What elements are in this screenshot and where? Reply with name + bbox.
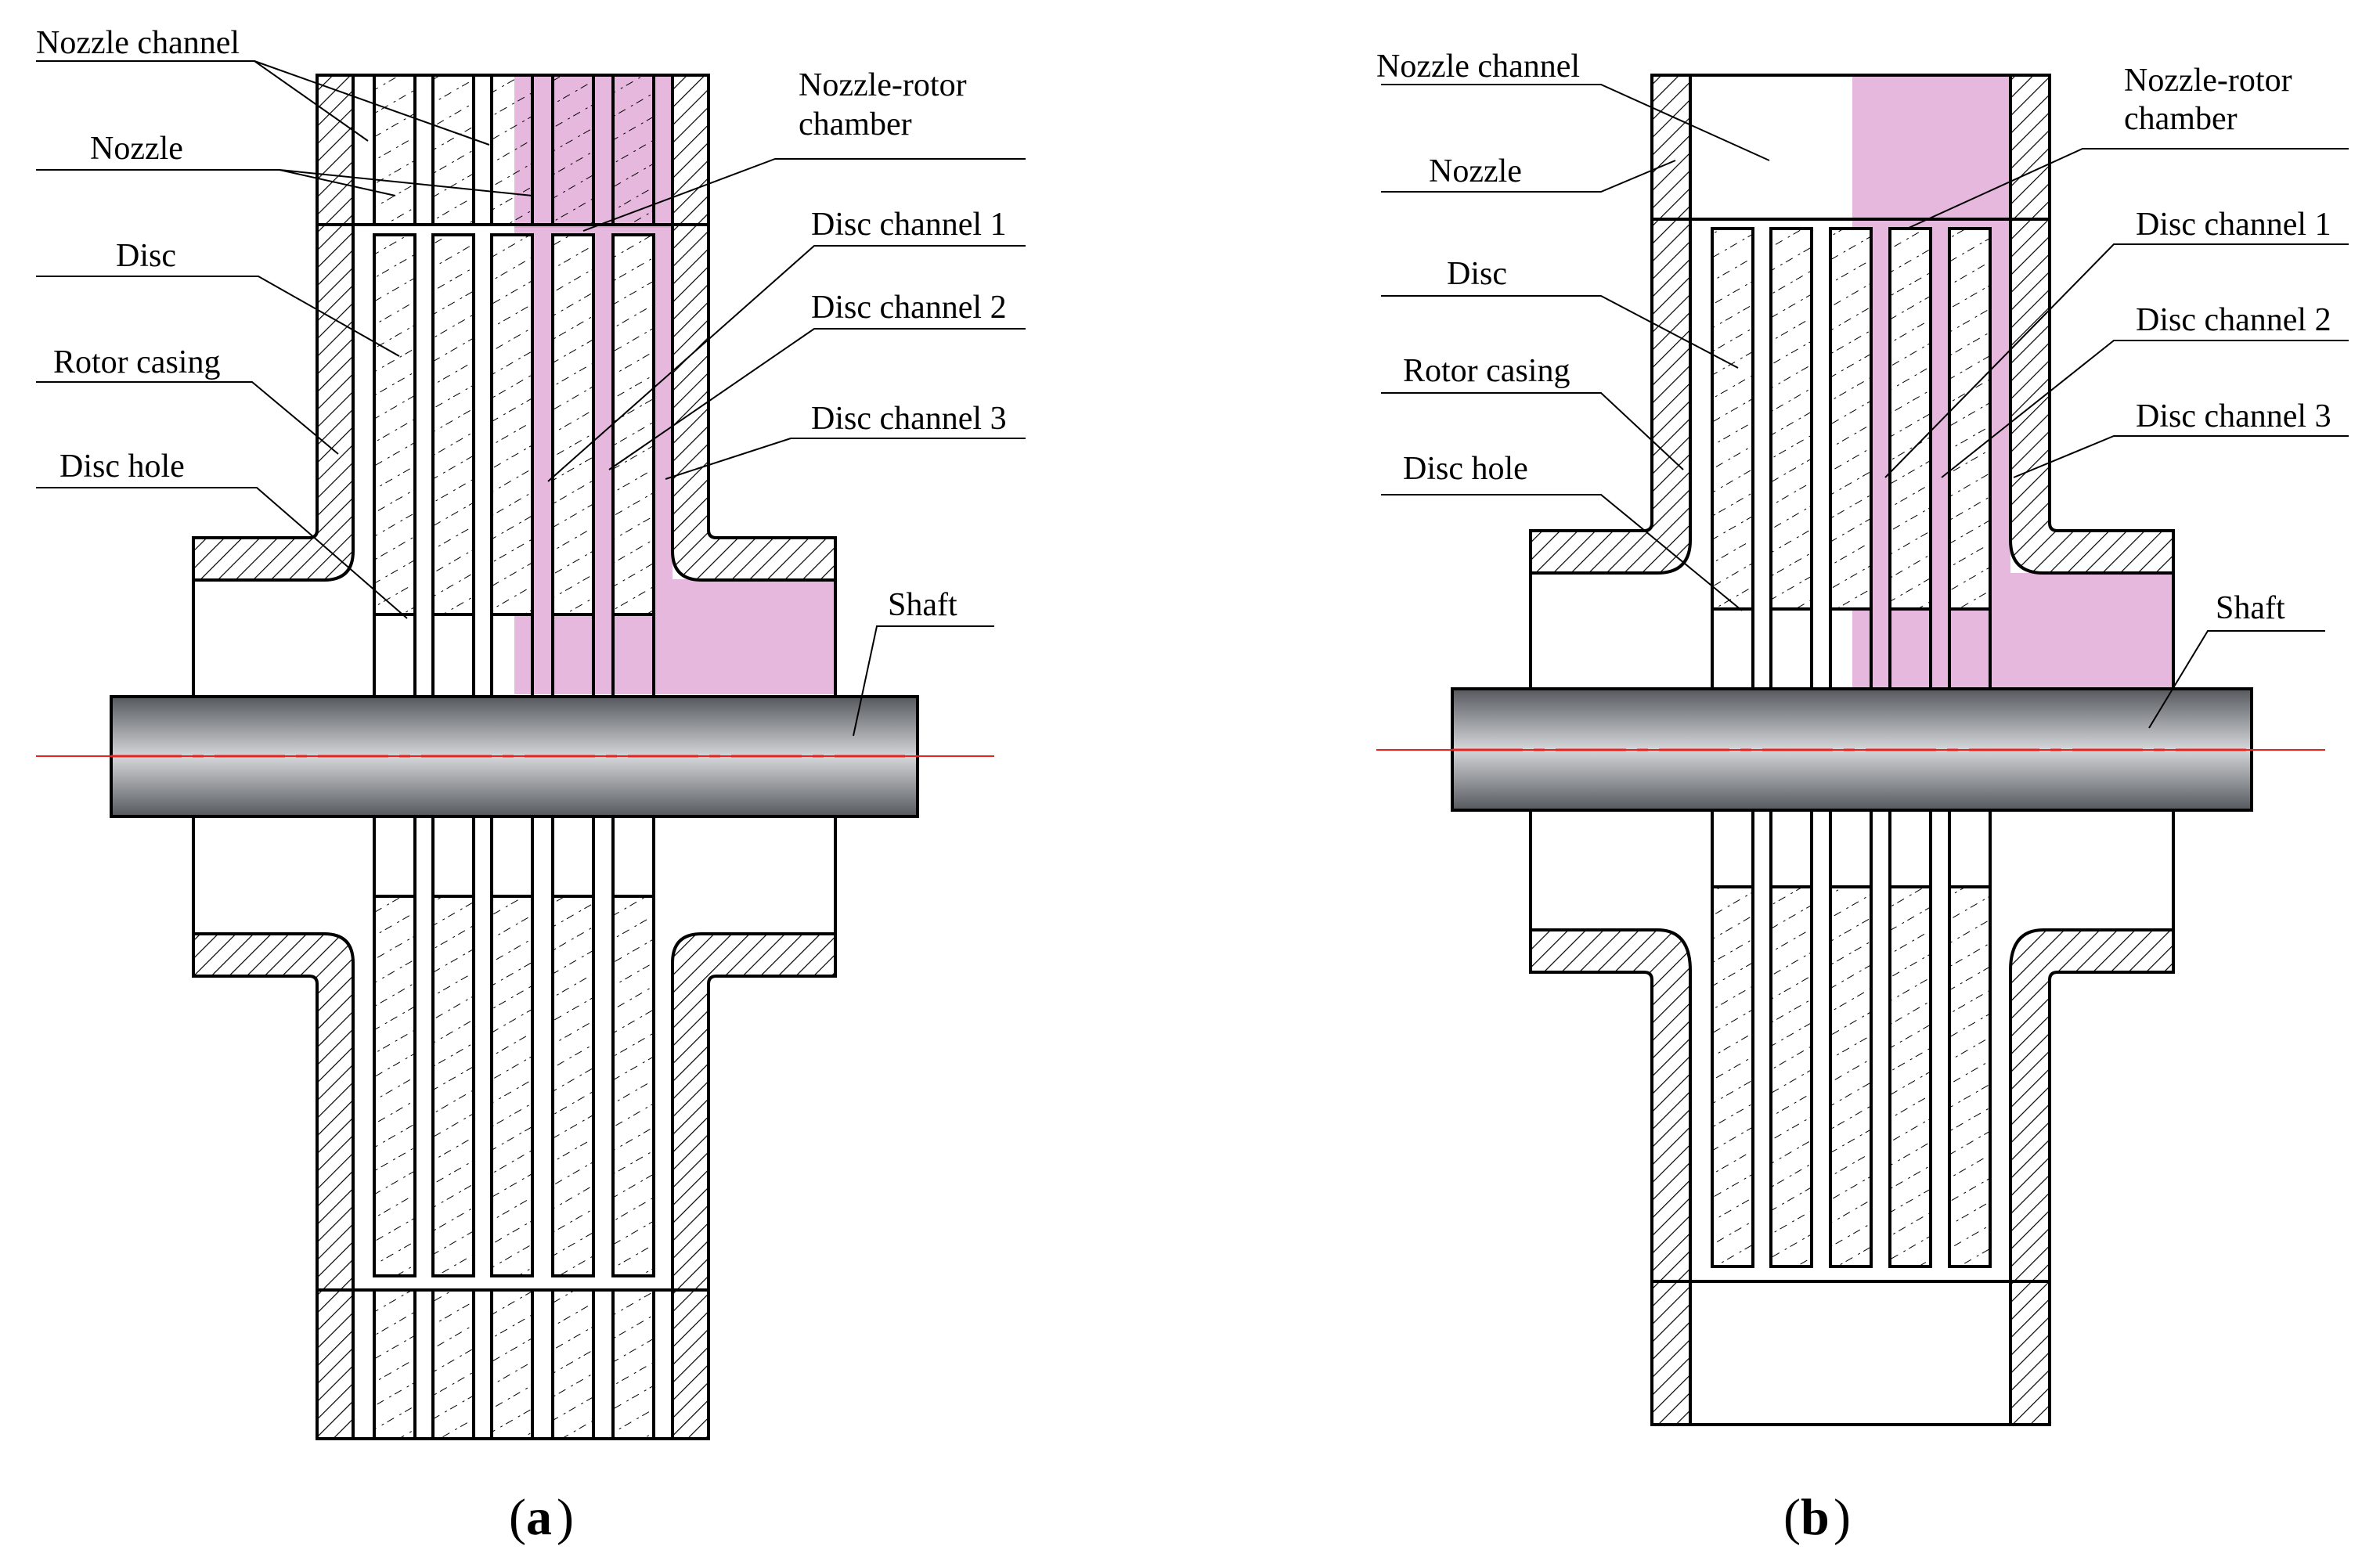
label-chamber-a: chamber bbox=[799, 106, 912, 142]
disc-upper-b-2 bbox=[1829, 227, 1873, 611]
disc-stack-b bbox=[1711, 227, 1992, 1268]
label-disc-hole-b: Disc hole bbox=[1403, 451, 1528, 487]
nozzle-block-bottom-0 bbox=[373, 1288, 416, 1440]
nozzle-block-top-2 bbox=[490, 74, 534, 226]
label-disc-channel-2-a: Disc channel 2 bbox=[811, 290, 1007, 326]
caption-close-paren-a: ) bbox=[557, 1489, 574, 1546]
caption-letter-b: b bbox=[1801, 1489, 1830, 1546]
label-rotor-casing-b: Rotor casing bbox=[1403, 353, 1570, 389]
disc-hole-lower-a-1 bbox=[431, 815, 475, 898]
disc-upper-a-1 bbox=[431, 233, 475, 616]
label-rotor-casing-a: Rotor casing bbox=[53, 344, 220, 380]
label-disc-a: Disc bbox=[116, 238, 176, 274]
label-nozzle-rotor-a: Nozzle-rotor bbox=[799, 67, 967, 103]
nozzle-wall-top-1 bbox=[671, 74, 710, 226]
disc-hole-upper-b-1 bbox=[1769, 607, 1813, 690]
disc-hole-upper-a-0 bbox=[373, 613, 416, 698]
labels-b: Nozzle channel Nozzle Disc Rotor casing … bbox=[1376, 49, 2331, 626]
nozzle-block-top-1 bbox=[431, 74, 475, 226]
casing-outline-b bbox=[1529, 74, 2175, 1426]
caption-letter-a: a bbox=[526, 1489, 552, 1546]
labels-a: Nozzle channel Nozzle Disc Rotor casing … bbox=[36, 25, 1007, 623]
label-chamber-b: chamber bbox=[2124, 101, 2238, 137]
disc-lower-b-4 bbox=[1948, 885, 1992, 1268]
disc-upper-a-3 bbox=[551, 233, 595, 616]
nozzle-block-top-0 bbox=[373, 74, 416, 226]
nozzle-row-top-a bbox=[316, 74, 710, 226]
label-nozzle-b: Nozzle bbox=[1429, 153, 1522, 189]
label-nozzle-channel-a: Nozzle channel bbox=[36, 25, 240, 61]
nozzle-block-bottom-3 bbox=[551, 1288, 595, 1440]
label-disc-hole-a: Disc hole bbox=[60, 449, 185, 485]
rotor-casing-a bbox=[192, 223, 837, 1292]
disc-lower-a-0 bbox=[373, 895, 416, 1277]
disc-upper-b-1 bbox=[1769, 227, 1813, 611]
label-disc-b: Disc bbox=[1447, 256, 1507, 292]
disc-upper-a-2 bbox=[490, 233, 534, 616]
disc-hole-lower-b-3 bbox=[1888, 809, 1932, 888]
label-nozzle-channel-b: Nozzle channel bbox=[1376, 49, 1580, 85]
disc-upper-a-4 bbox=[611, 233, 655, 616]
nozzle-block-top-3 bbox=[551, 74, 595, 226]
disc-hole-lower-a-4 bbox=[611, 815, 655, 898]
disc-upper-b-0 bbox=[1711, 227, 1754, 611]
disc-upper-a-0 bbox=[373, 233, 416, 616]
panel-b: Nozzle channel Nozzle Disc Rotor casing … bbox=[1376, 49, 2349, 1546]
leader-lines-b bbox=[1381, 84, 2349, 729]
label-disc-channel-2-b: Disc channel 2 bbox=[2136, 302, 2331, 338]
disc-hole-upper-a-1 bbox=[431, 613, 475, 698]
caption-open-paren-a: ( bbox=[509, 1489, 526, 1546]
nozzle-block-bottom-1 bbox=[431, 1288, 475, 1440]
nozzle-block-bottom-4 bbox=[611, 1288, 655, 1440]
disc-lower-b-0 bbox=[1711, 885, 1754, 1268]
panel-a: Nozzle channel Nozzle Disc Rotor casing … bbox=[36, 25, 1026, 1546]
disc-hole-lower-b-0 bbox=[1711, 809, 1754, 888]
nozzle-wall-bottom-0 bbox=[316, 1288, 355, 1440]
disc-lower-b-3 bbox=[1888, 885, 1932, 1268]
disc-hole-lower-b-2 bbox=[1829, 809, 1873, 888]
nozzle-block-top-4 bbox=[611, 74, 655, 226]
nozzle-block-bottom-2 bbox=[490, 1288, 534, 1440]
label-disc-channel-1-a: Disc channel 1 bbox=[811, 207, 1007, 243]
label-disc-channel-3-a: Disc channel 3 bbox=[811, 401, 1007, 437]
disc-stack-a bbox=[373, 233, 655, 1277]
disc-hole-lower-a-0 bbox=[373, 815, 416, 898]
label-disc-channel-1-b: Disc channel 1 bbox=[2136, 207, 2331, 243]
caption-close-paren-b: ) bbox=[1834, 1489, 1851, 1546]
disc-lower-a-2 bbox=[490, 895, 534, 1277]
disc-hole-lower-a-2 bbox=[490, 815, 534, 898]
nozzle-row-bottom-a bbox=[316, 1288, 710, 1440]
label-nozzle-rotor-b: Nozzle-rotor bbox=[2124, 63, 2292, 99]
disc-upper-b-4 bbox=[1948, 227, 1992, 611]
disc-hole-lower-b-1 bbox=[1769, 809, 1813, 888]
label-nozzle-a: Nozzle bbox=[90, 131, 183, 167]
disc-upper-b-3 bbox=[1888, 227, 1932, 611]
label-shaft-a: Shaft bbox=[888, 587, 957, 623]
nozzle-wall-bottom-1 bbox=[671, 1288, 710, 1440]
label-disc-channel-3-b: Disc channel 3 bbox=[2136, 398, 2331, 434]
disc-hole-lower-b-4 bbox=[1948, 809, 1992, 888]
disc-lower-b-1 bbox=[1769, 885, 1813, 1268]
nozzle-wall-top-0 bbox=[316, 74, 355, 226]
caption-open-paren-b: ( bbox=[1783, 1489, 1801, 1546]
disc-lower-a-1 bbox=[431, 895, 475, 1277]
disc-lower-b-2 bbox=[1829, 885, 1873, 1268]
disc-hole-upper-b-0 bbox=[1711, 607, 1754, 690]
leader-lines-a bbox=[36, 60, 1026, 737]
disc-hole-lower-a-3 bbox=[551, 815, 595, 898]
label-shaft-b: Shaft bbox=[2216, 590, 2285, 626]
disc-lower-a-3 bbox=[551, 895, 595, 1277]
disc-lower-a-4 bbox=[611, 895, 655, 1277]
